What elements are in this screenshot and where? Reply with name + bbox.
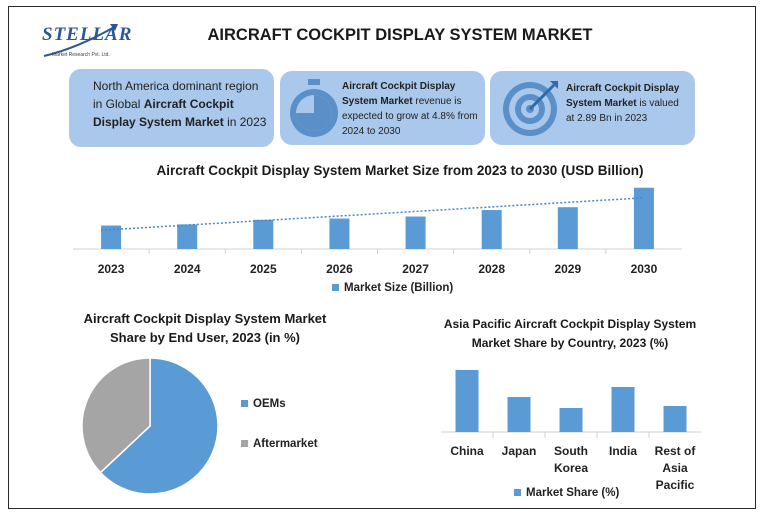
info-card-value: Aircraft Cockpit Display System Market i…: [490, 71, 695, 145]
target-icon: [503, 81, 558, 136]
card1-text-bold: Aircraft Cockpit Display System Market: [93, 97, 234, 129]
info-card-growth: Aircraft Cockpit Display System Market r…: [280, 71, 485, 145]
brand-name: STELLAR: [42, 24, 133, 45]
info-card-value-text: Aircraft Cockpit Display System Market i…: [566, 81, 686, 126]
card1-text-b: in 2023: [223, 115, 267, 129]
end-user-chart-title-text: Aircraft Cockpit Display System Market S…: [83, 311, 327, 345]
asia-pacific-legend: Market Share (%): [514, 487, 619, 499]
market-size-legend-label: Market Size (Billion): [344, 282, 454, 294]
legend-swatch: [241, 400, 248, 408]
market-size-chart-title: Aircraft Cockpit Display System Market S…: [156, 163, 644, 178]
pie-legend-oems-label: OEMs: [253, 398, 286, 410]
info-card-region: North America dominant region in Global …: [69, 69, 274, 147]
card3-text-bold: Aircraft Cockpit Display System Market: [566, 83, 680, 109]
legend-swatch: [241, 440, 248, 448]
pie-legend-aftermarket: Aftermarket: [241, 438, 318, 450]
card1-text-a: North America dominant region in Global: [93, 79, 259, 111]
market-size-legend: Market Size (Billion): [332, 282, 453, 294]
logo-swoosh-icon: [43, 24, 118, 57]
legend-swatch: [332, 284, 339, 292]
end-user-chart-title: Aircraft Cockpit Display System Market S…: [70, 309, 340, 347]
card3-text: is valued at 2.89 Bn in 2023: [566, 98, 679, 124]
pie-legend-oems: OEMs: [241, 398, 286, 410]
brand-logo: STELLAR Market Research Pvt. Ltd.: [38, 18, 148, 68]
infographic-frame: [8, 6, 756, 509]
info-card-growth-text: Aircraft Cockpit Display System Market r…: [342, 79, 482, 139]
legend-swatch: [514, 489, 521, 497]
pie-legend-aftermarket-label: Aftermarket: [253, 438, 318, 450]
card2-text-bold: Aircraft Cockpit Display System Market: [342, 81, 456, 107]
page-title: AIRCRAFT COCKPIT DISPLAY SYSTEM MARKET: [207, 26, 593, 44]
card2-text: revenue is expected to grow at 4.8% from…: [342, 96, 478, 137]
asia-pacific-legend-label: Market Share (%): [526, 487, 620, 499]
info-card-region-text: North America dominant region in Global …: [93, 77, 268, 131]
brand-tagline: Market Research Pvt. Ltd.: [52, 52, 110, 58]
stopwatch-icon: [290, 79, 338, 137]
asia-pacific-chart-title: Asia Pacific Aircraft Cockpit Display Sy…: [443, 317, 697, 350]
